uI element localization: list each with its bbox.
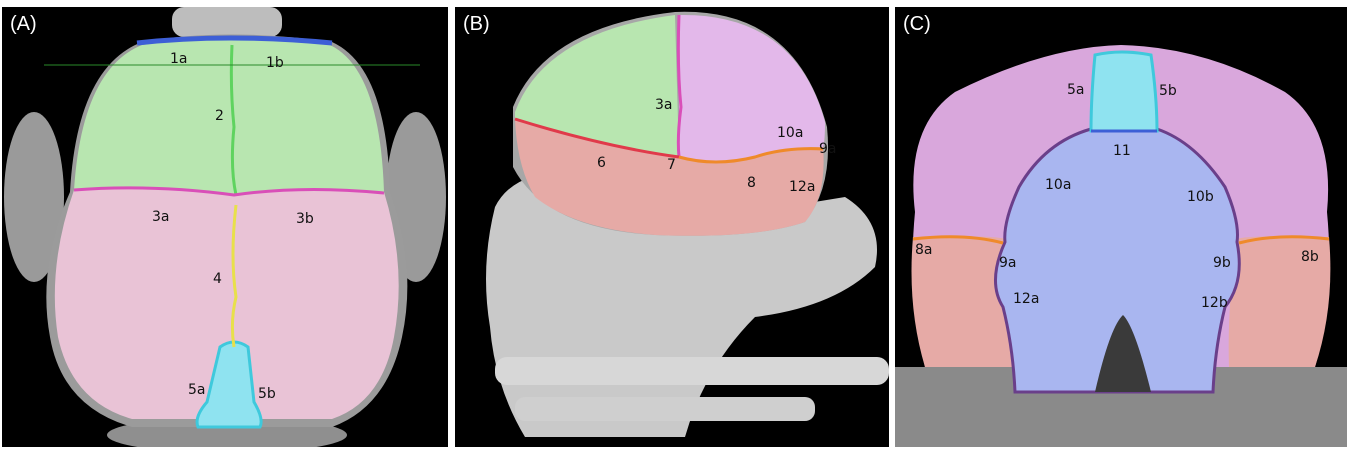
region-label: 10a — [1045, 177, 1071, 193]
region-label: 12b — [1201, 295, 1228, 311]
region-label: 8b — [1301, 249, 1319, 265]
region-label: 11 — [1113, 143, 1131, 159]
region-label: 9a — [999, 255, 1017, 271]
region-label: 7 — [667, 157, 676, 173]
region-label: 5a — [1067, 82, 1085, 98]
region-label: 10a — [777, 125, 803, 141]
region-label: 3b — [296, 211, 314, 227]
region-label: 1a — [170, 51, 188, 67]
panel-b-skull-lateral-view: 3a 10a 9a 6 7 8 12a (B) — [455, 7, 889, 447]
skull-lateral-render: 3a 10a 9a 6 7 8 12a — [455, 7, 889, 447]
region-label: 6 — [597, 155, 606, 171]
region-label: 12a — [1013, 291, 1039, 307]
frontal-region — [74, 39, 384, 195]
neck-bone-bar — [495, 357, 889, 385]
region-label: 5a — [188, 382, 206, 398]
region-label: 9b — [1213, 255, 1231, 271]
panel-label: (C) — [903, 13, 931, 36]
skull-top-render: 1a 1b 2 3a 3b 4 5a 5b — [2, 7, 448, 447]
region-label: 9a — [819, 141, 837, 157]
panel-label: (A) — [10, 13, 37, 36]
region-label: 5b — [1159, 83, 1177, 99]
panel-label: (B) — [463, 13, 490, 36]
skull-posterior-render: 5a 5b 11 10a 10b 8a 9a 9b 8b 12a 12b — [895, 7, 1347, 447]
region-label: 12a — [789, 179, 815, 195]
region-label: 3a — [655, 97, 673, 113]
region-label: 8a — [915, 242, 933, 258]
region-label: 2 — [215, 108, 224, 124]
panel-c-skull-posterior-view: 5a 5b 11 10a 10b 8a 9a 9b 8b 12a 12b (C) — [895, 7, 1347, 447]
region-label: 3a — [152, 209, 170, 225]
region-label: 5b — [258, 386, 276, 402]
region-label: 8 — [747, 175, 756, 191]
interparietal-region — [1091, 52, 1157, 131]
region-label: 4 — [213, 271, 222, 287]
neck-bone-bar — [515, 397, 815, 421]
panel-a-skull-top-view: 1a 1b 2 3a 3b 4 5a 5b (A) — [2, 7, 448, 447]
region-label: 10b — [1187, 189, 1214, 205]
nasal-bone-top — [172, 7, 282, 37]
region-label: 1b — [266, 55, 284, 71]
